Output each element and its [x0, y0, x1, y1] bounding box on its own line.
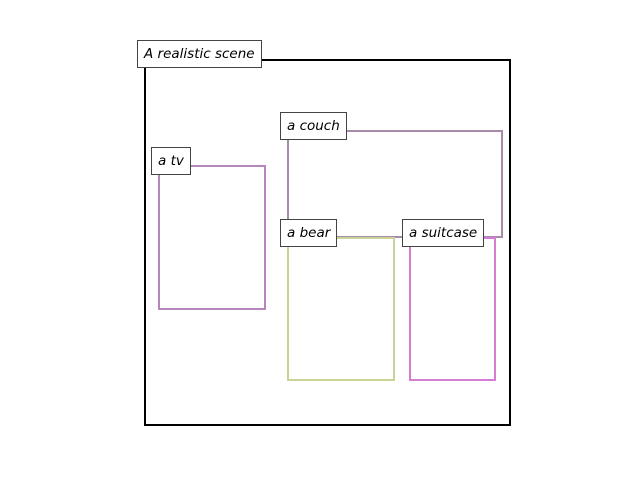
- suitcase-bounding-box: [409, 237, 496, 381]
- couch-label: a couch: [280, 112, 347, 140]
- bear-label: a bear: [280, 219, 338, 247]
- couch-bounding-box: [287, 130, 503, 238]
- tv-bounding-box: [158, 165, 266, 310]
- scene-caption-label: A realistic scene: [137, 40, 262, 68]
- scene-frame: [144, 59, 511, 426]
- suitcase-label: a suitcase: [402, 219, 485, 247]
- tv-label: a tv: [151, 147, 191, 175]
- bear-bounding-box: [287, 237, 395, 381]
